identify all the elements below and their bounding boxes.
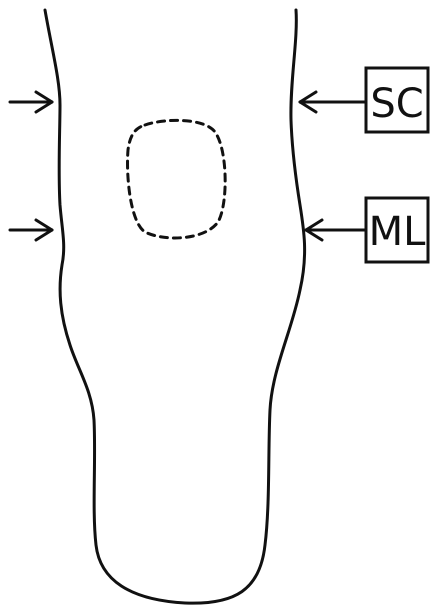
arrow-left-icon (300, 92, 366, 112)
patch-outline (128, 120, 226, 238)
ml-label: ML (366, 198, 428, 262)
sc-label-text: SC (370, 81, 423, 127)
ml-label-text: ML (369, 209, 427, 255)
arrow-right-icon (10, 220, 52, 240)
arrow-left-icon (306, 220, 366, 240)
sc-label: SC (366, 68, 428, 132)
limb-outline (45, 10, 305, 603)
arrow-right-icon (10, 92, 52, 112)
